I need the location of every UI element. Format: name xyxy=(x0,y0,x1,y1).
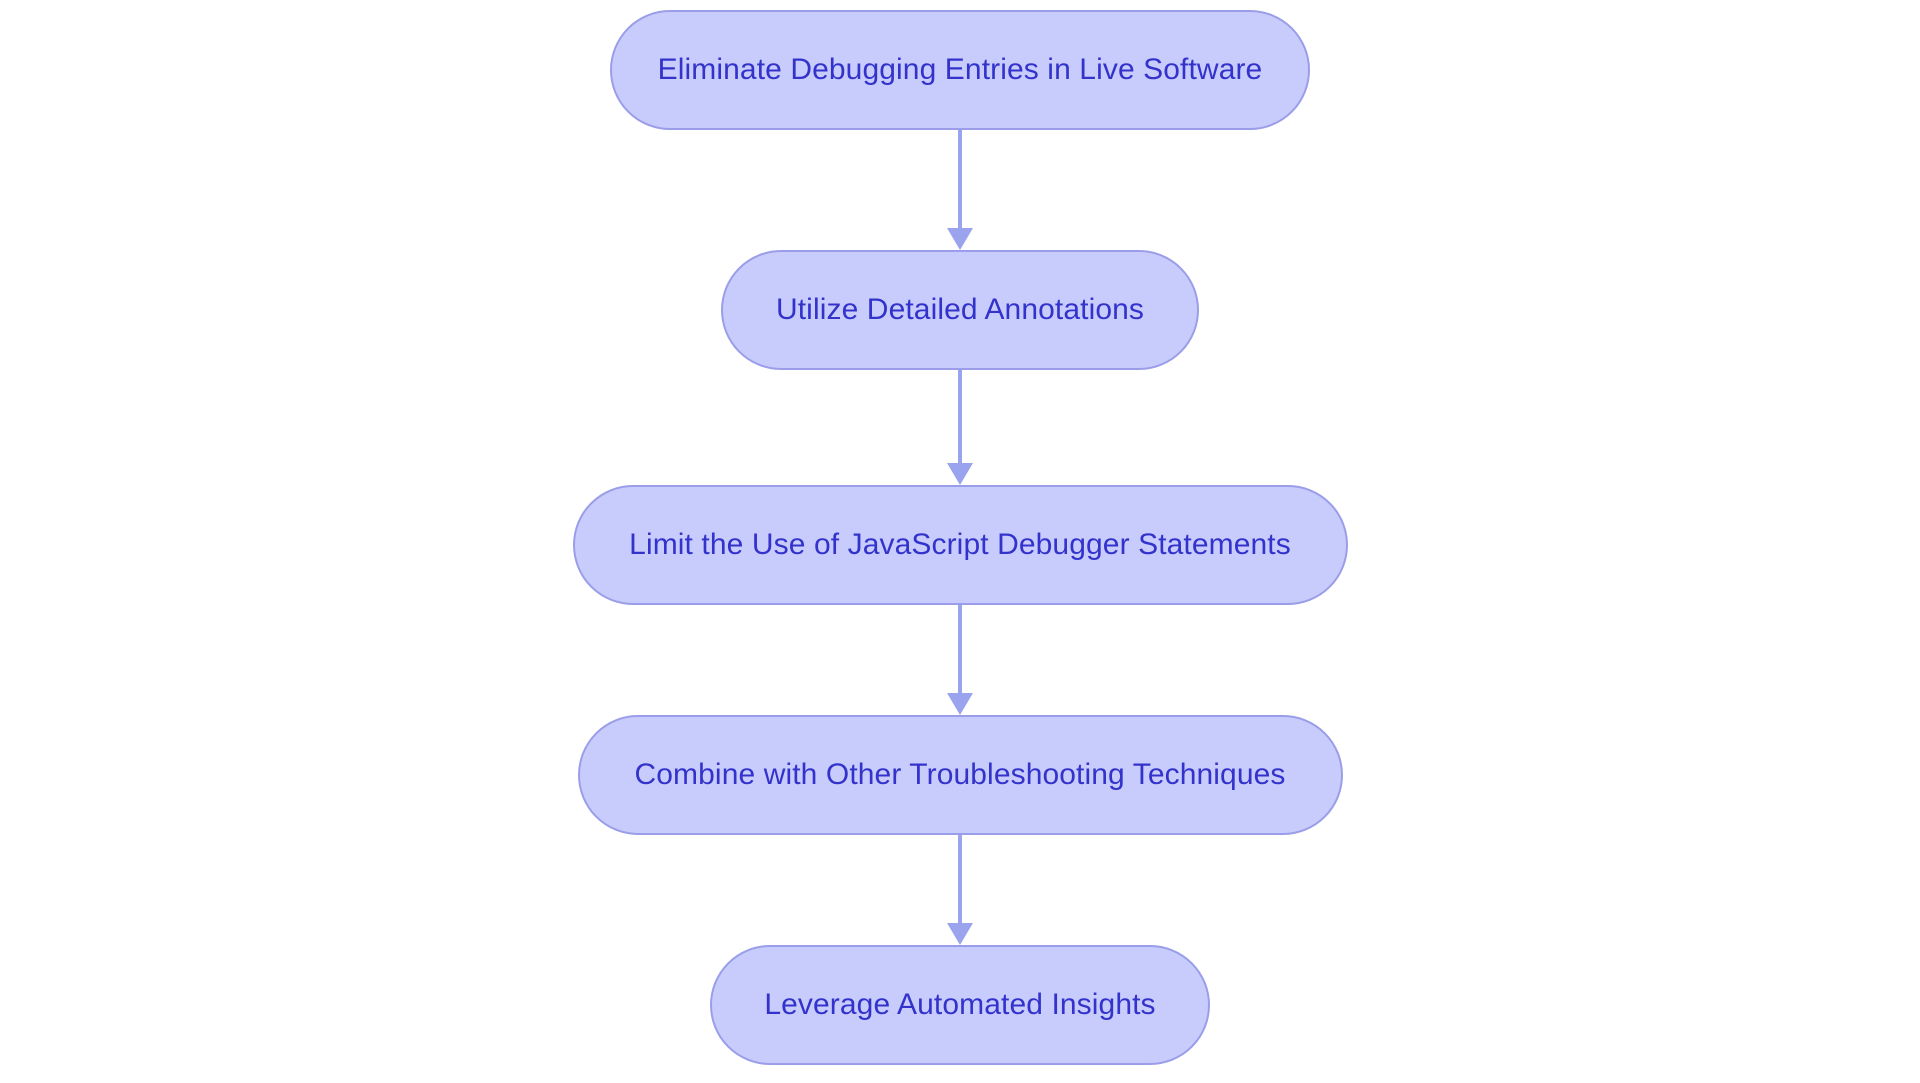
flowchart-node-4-label: Combine with Other Troubleshooting Techn… xyxy=(634,758,1286,791)
arrow-down-icon xyxy=(947,228,973,250)
flowchart-node-3[interactable]: Limit the Use of JavaScript Debugger Sta… xyxy=(572,485,1348,605)
edge-line-icon xyxy=(958,130,962,228)
arrow-down-icon xyxy=(947,923,973,945)
flowchart-edge-1-to-2 xyxy=(940,130,980,250)
flowchart-edge-3-to-4 xyxy=(940,605,980,715)
flowchart-node-5-label: Leverage Automated Insights xyxy=(764,988,1156,1021)
flowchart-node-3-label: Limit the Use of JavaScript Debugger Sta… xyxy=(629,528,1291,561)
edge-line-icon xyxy=(958,370,962,463)
flowchart-node-5[interactable]: Leverage Automated Insights xyxy=(710,945,1210,1065)
flowchart-node-2[interactable]: Utilize Detailed Annotations xyxy=(721,250,1199,370)
flowchart-edge-4-to-5 xyxy=(940,835,980,945)
arrow-down-icon xyxy=(947,463,973,485)
edge-line-icon xyxy=(958,835,962,923)
arrow-down-icon xyxy=(947,693,973,715)
flowchart-node-4[interactable]: Combine with Other Troubleshooting Techn… xyxy=(577,715,1343,835)
flowchart-node-1[interactable]: Eliminate Debugging Entries in Live Soft… xyxy=(610,10,1310,130)
flowchart-node-1-label: Eliminate Debugging Entries in Live Soft… xyxy=(657,53,1263,86)
edge-line-icon xyxy=(958,605,962,693)
flowchart-edge-2-to-3 xyxy=(940,370,980,485)
flowchart-node-2-label: Utilize Detailed Annotations xyxy=(775,293,1144,326)
